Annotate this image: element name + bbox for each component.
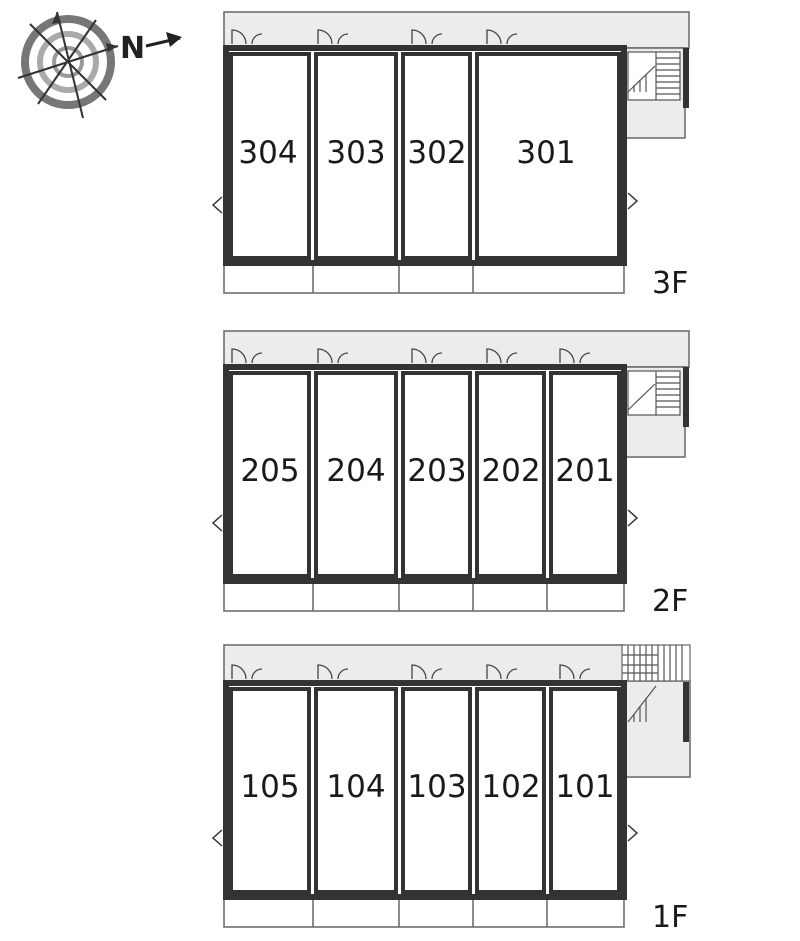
unit-number: 304 <box>238 135 297 171</box>
balcony <box>223 262 625 294</box>
unit-304[interactable]: 304 <box>229 52 311 260</box>
door-icon <box>231 664 591 680</box>
staircase-icon <box>627 51 681 101</box>
door-icon <box>231 29 518 45</box>
floor-1f: 105 104 103 102 101 1F <box>211 644 691 935</box>
floor-label: 1F <box>652 900 688 935</box>
unit-number: 203 <box>407 453 466 489</box>
unit-204[interactable]: 204 <box>314 371 398 578</box>
unit-205[interactable]: 205 <box>229 371 311 578</box>
floor-2f: 205 204 203 202 201 2F <box>211 330 690 619</box>
floor-label: 2F <box>652 584 688 619</box>
unit-101[interactable]: 101 <box>549 687 621 894</box>
staircase-icon <box>621 644 691 723</box>
handrail <box>683 48 689 108</box>
staircase-icon <box>627 370 681 416</box>
unit-202[interactable]: 202 <box>475 371 546 578</box>
floor-3f: 304 303 302 301 3F <box>211 11 690 301</box>
window-marks <box>211 509 639 532</box>
unit-number: 104 <box>326 769 385 805</box>
corridor <box>223 330 690 368</box>
unit-201[interactable]: 201 <box>549 371 621 578</box>
window-marks <box>211 192 639 214</box>
north-label: N <box>120 31 145 66</box>
unit-104[interactable]: 104 <box>314 687 398 894</box>
unit-number: 103 <box>407 769 466 805</box>
floor-label: 3F <box>652 266 688 301</box>
unit-number: 301 <box>516 135 575 171</box>
unit-302[interactable]: 302 <box>401 52 472 260</box>
compass-rose-icon <box>17 11 119 119</box>
balcony <box>223 896 625 928</box>
unit-number: 101 <box>555 769 614 805</box>
unit-number: 202 <box>481 453 540 489</box>
unit-303[interactable]: 303 <box>314 52 398 260</box>
unit-number: 105 <box>240 769 299 805</box>
handrail <box>683 682 689 742</box>
corridor <box>223 11 690 49</box>
unit-105[interactable]: 105 <box>229 687 311 894</box>
window-marks <box>211 824 639 847</box>
unit-number: 201 <box>555 453 614 489</box>
unit-301[interactable]: 301 <box>475 52 621 260</box>
balcony <box>223 580 625 612</box>
unit-number: 205 <box>240 453 299 489</box>
compass: N <box>17 11 182 119</box>
unit-103[interactable]: 103 <box>401 687 472 894</box>
unit-number: 302 <box>407 135 466 171</box>
unit-203[interactable]: 203 <box>401 371 472 578</box>
corridor <box>223 644 625 682</box>
handrail <box>683 367 689 427</box>
stair-landing <box>623 680 691 778</box>
unit-number: 102 <box>481 769 540 805</box>
unit-number: 204 <box>326 453 385 489</box>
unit-number: 303 <box>326 135 385 171</box>
north-arrow-icon <box>145 32 182 48</box>
door-icon <box>231 348 591 364</box>
unit-102[interactable]: 102 <box>475 687 546 894</box>
